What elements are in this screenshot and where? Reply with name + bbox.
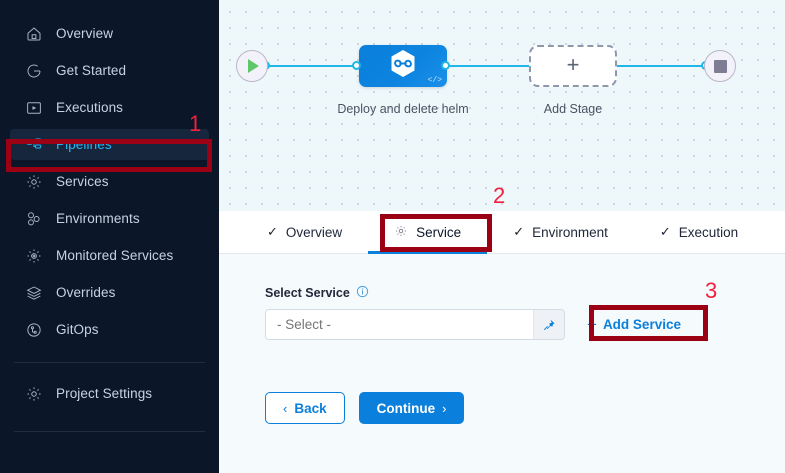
info-icon[interactable] <box>356 285 369 301</box>
plus-icon: + <box>566 52 580 77</box>
tab-service[interactable]: Service <box>368 211 488 254</box>
sidebar-item-gitops[interactable]: GitOps <box>10 314 209 345</box>
sidebar: Overview Get Started Executions Pipeline… <box>0 0 219 473</box>
select-service-label-row: Select Service <box>265 285 785 301</box>
sidebar-item-label: Project Settings <box>56 386 153 401</box>
sidebar-item-label: Overview <box>56 26 114 41</box>
tab-label: Environment <box>532 224 608 240</box>
back-button[interactable]: ‹ Back <box>265 392 345 424</box>
pipeline-edge <box>615 65 705 67</box>
check-icon: ✓ <box>267 224 278 239</box>
back-label: Back <box>294 400 327 416</box>
sidebar-item-monitored-services[interactable]: Monitored Services <box>10 240 209 271</box>
chevron-right-icon: › <box>442 400 447 416</box>
pipeline-start-node[interactable] <box>236 50 268 82</box>
add-service-label: Add Service <box>602 317 681 332</box>
add-stage-button[interactable]: + <box>529 45 617 87</box>
stop-square-icon <box>713 59 727 73</box>
pipeline-stage-node[interactable]: </> <box>359 45 447 87</box>
stage-tabs: ✓ Overview Service ✓ Environment ✓ Execu… <box>219 211 785 254</box>
sidebar-item-get-started[interactable]: Get Started <box>10 55 209 86</box>
stage-node-caption: Deploy and delete helm <box>337 102 469 116</box>
main-content: </> + Deploy and delete helm Add Stage ✓… <box>219 0 785 473</box>
code-glyph-icon: </> <box>427 76 442 85</box>
monitored-services-icon <box>24 246 43 265</box>
add-service-button[interactable]: + Add Service <box>583 311 685 338</box>
annotation-number-2: 2 <box>493 183 506 208</box>
gitops-icon <box>24 320 43 339</box>
pipeline-port <box>441 61 450 70</box>
overrides-layers-icon <box>24 283 43 302</box>
sidebar-item-environments[interactable]: Environments <box>10 203 209 234</box>
sidebar-item-label: Pipelines <box>56 137 112 152</box>
pipeline-port <box>352 61 361 70</box>
add-stage-caption: Add Stage <box>543 102 603 116</box>
get-started-icon <box>24 61 43 80</box>
pipeline-edge <box>447 65 535 67</box>
sidebar-item-label: Get Started <box>56 63 127 78</box>
sidebar-item-label: Overrides <box>56 285 116 300</box>
sidebar-divider <box>14 362 205 363</box>
check-icon: ✓ <box>659 224 671 239</box>
select-service-control[interactable] <box>265 309 565 340</box>
sidebar-item-label: Services <box>56 174 109 189</box>
sidebar-item-label: GitOps <box>56 322 99 337</box>
tab-environment[interactable]: ✓ Environment <box>487 211 634 253</box>
tab-label: Overview <box>285 224 343 240</box>
pipeline-canvas[interactable]: </> + Deploy and delete helm Add Stage <box>219 0 785 211</box>
sidebar-item-project-settings[interactable]: Project Settings <box>10 378 209 409</box>
select-service-label: Select Service <box>265 286 350 300</box>
service-form-panel: Select Service + Add Service <box>219 254 785 473</box>
sidebar-item-overrides[interactable]: Overrides <box>10 277 209 308</box>
sidebar-item-label: Environments <box>56 211 140 226</box>
pipeline-end-node[interactable] <box>704 50 736 82</box>
executions-icon <box>24 98 43 117</box>
pipeline-edge <box>265 65 383 67</box>
annotation-number-1: 1 <box>189 111 202 136</box>
select-service-row: + Add Service <box>265 309 785 340</box>
sidebar-item-overview[interactable]: Overview <box>10 18 209 49</box>
annotation-number-3: 3 <box>705 278 718 303</box>
continue-button[interactable]: Continue › <box>358 392 465 424</box>
check-icon: ✓ <box>513 224 525 239</box>
environments-icon <box>24 209 43 228</box>
pipeline-graph: </> + <box>219 45 785 87</box>
form-actions: ‹ Back Continue › <box>265 392 785 424</box>
home-icon <box>24 24 43 43</box>
sidebar-item-label: Executions <box>56 100 124 115</box>
chevron-left-icon: ‹ <box>283 400 288 416</box>
tab-label: Execution <box>678 224 739 240</box>
pin-icon[interactable] <box>533 310 564 339</box>
sidebar-item-pipelines[interactable]: Pipelines <box>10 129 209 160</box>
tab-label: Service <box>416 224 462 240</box>
tab-overview[interactable]: ✓ Overview <box>241 211 368 253</box>
sidebar-item-executions[interactable]: Executions <box>10 92 209 123</box>
services-gear-icon <box>24 172 43 191</box>
sidebar-item-services[interactable]: Services <box>10 166 209 197</box>
gear-icon <box>394 224 408 241</box>
tab-execution[interactable]: ✓ Execution <box>634 211 764 253</box>
chain-hexagon-icon <box>389 49 417 84</box>
continue-label: Continue <box>376 400 436 416</box>
sidebar-item-label: Monitored Services <box>56 248 174 263</box>
plus-icon: + <box>587 315 597 334</box>
play-icon <box>248 59 259 73</box>
sidebar-divider-bottom <box>14 431 205 432</box>
select-service-input[interactable] <box>266 310 533 339</box>
settings-gear-icon <box>24 384 43 403</box>
pipelines-icon <box>24 135 43 154</box>
